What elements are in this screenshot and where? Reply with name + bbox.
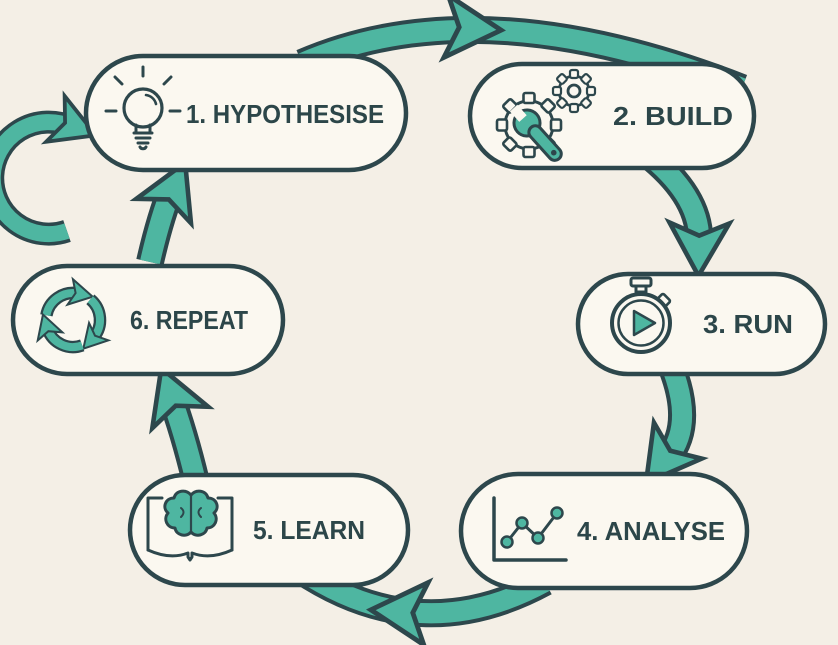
step-pill-run: 3. RUN xyxy=(575,271,828,377)
step-pill-hypothesise: 1. HYPOTHESISE xyxy=(83,53,409,173)
book-brain-icon xyxy=(146,489,234,562)
step-label: 3. RUN xyxy=(703,309,793,339)
step-pill-learn: 5. LEARN xyxy=(127,472,411,588)
line-chart-icon xyxy=(492,496,568,562)
loop-back-arrow xyxy=(0,94,108,246)
arrow-learn-to-repeat xyxy=(133,357,208,486)
step-label: 6. REPEAT xyxy=(130,305,248,335)
arrow-analyse-to-learn xyxy=(292,558,552,645)
step-pill-analyse: 4. ANALYSE xyxy=(458,471,750,591)
lightbulb-icon xyxy=(104,65,182,151)
step-label: 1. HYPOTHESISE xyxy=(186,99,384,129)
arrow-repeat-to-hypothesise xyxy=(136,151,212,266)
step-label: 4. ANALYSE xyxy=(577,516,725,546)
step-label: 2. BUILD xyxy=(613,101,733,131)
arrow-build-to-run xyxy=(642,147,729,276)
step-pill-build: 2. BUILD xyxy=(467,61,757,171)
recycle-icon xyxy=(29,278,110,359)
step-label: 5. LEARN xyxy=(253,515,365,545)
gears-wrench-icon xyxy=(495,68,597,162)
stopwatch-icon xyxy=(610,276,672,354)
step-pill-repeat: 6. REPEAT xyxy=(10,263,286,377)
arrow-run-to-analyse xyxy=(622,362,702,501)
